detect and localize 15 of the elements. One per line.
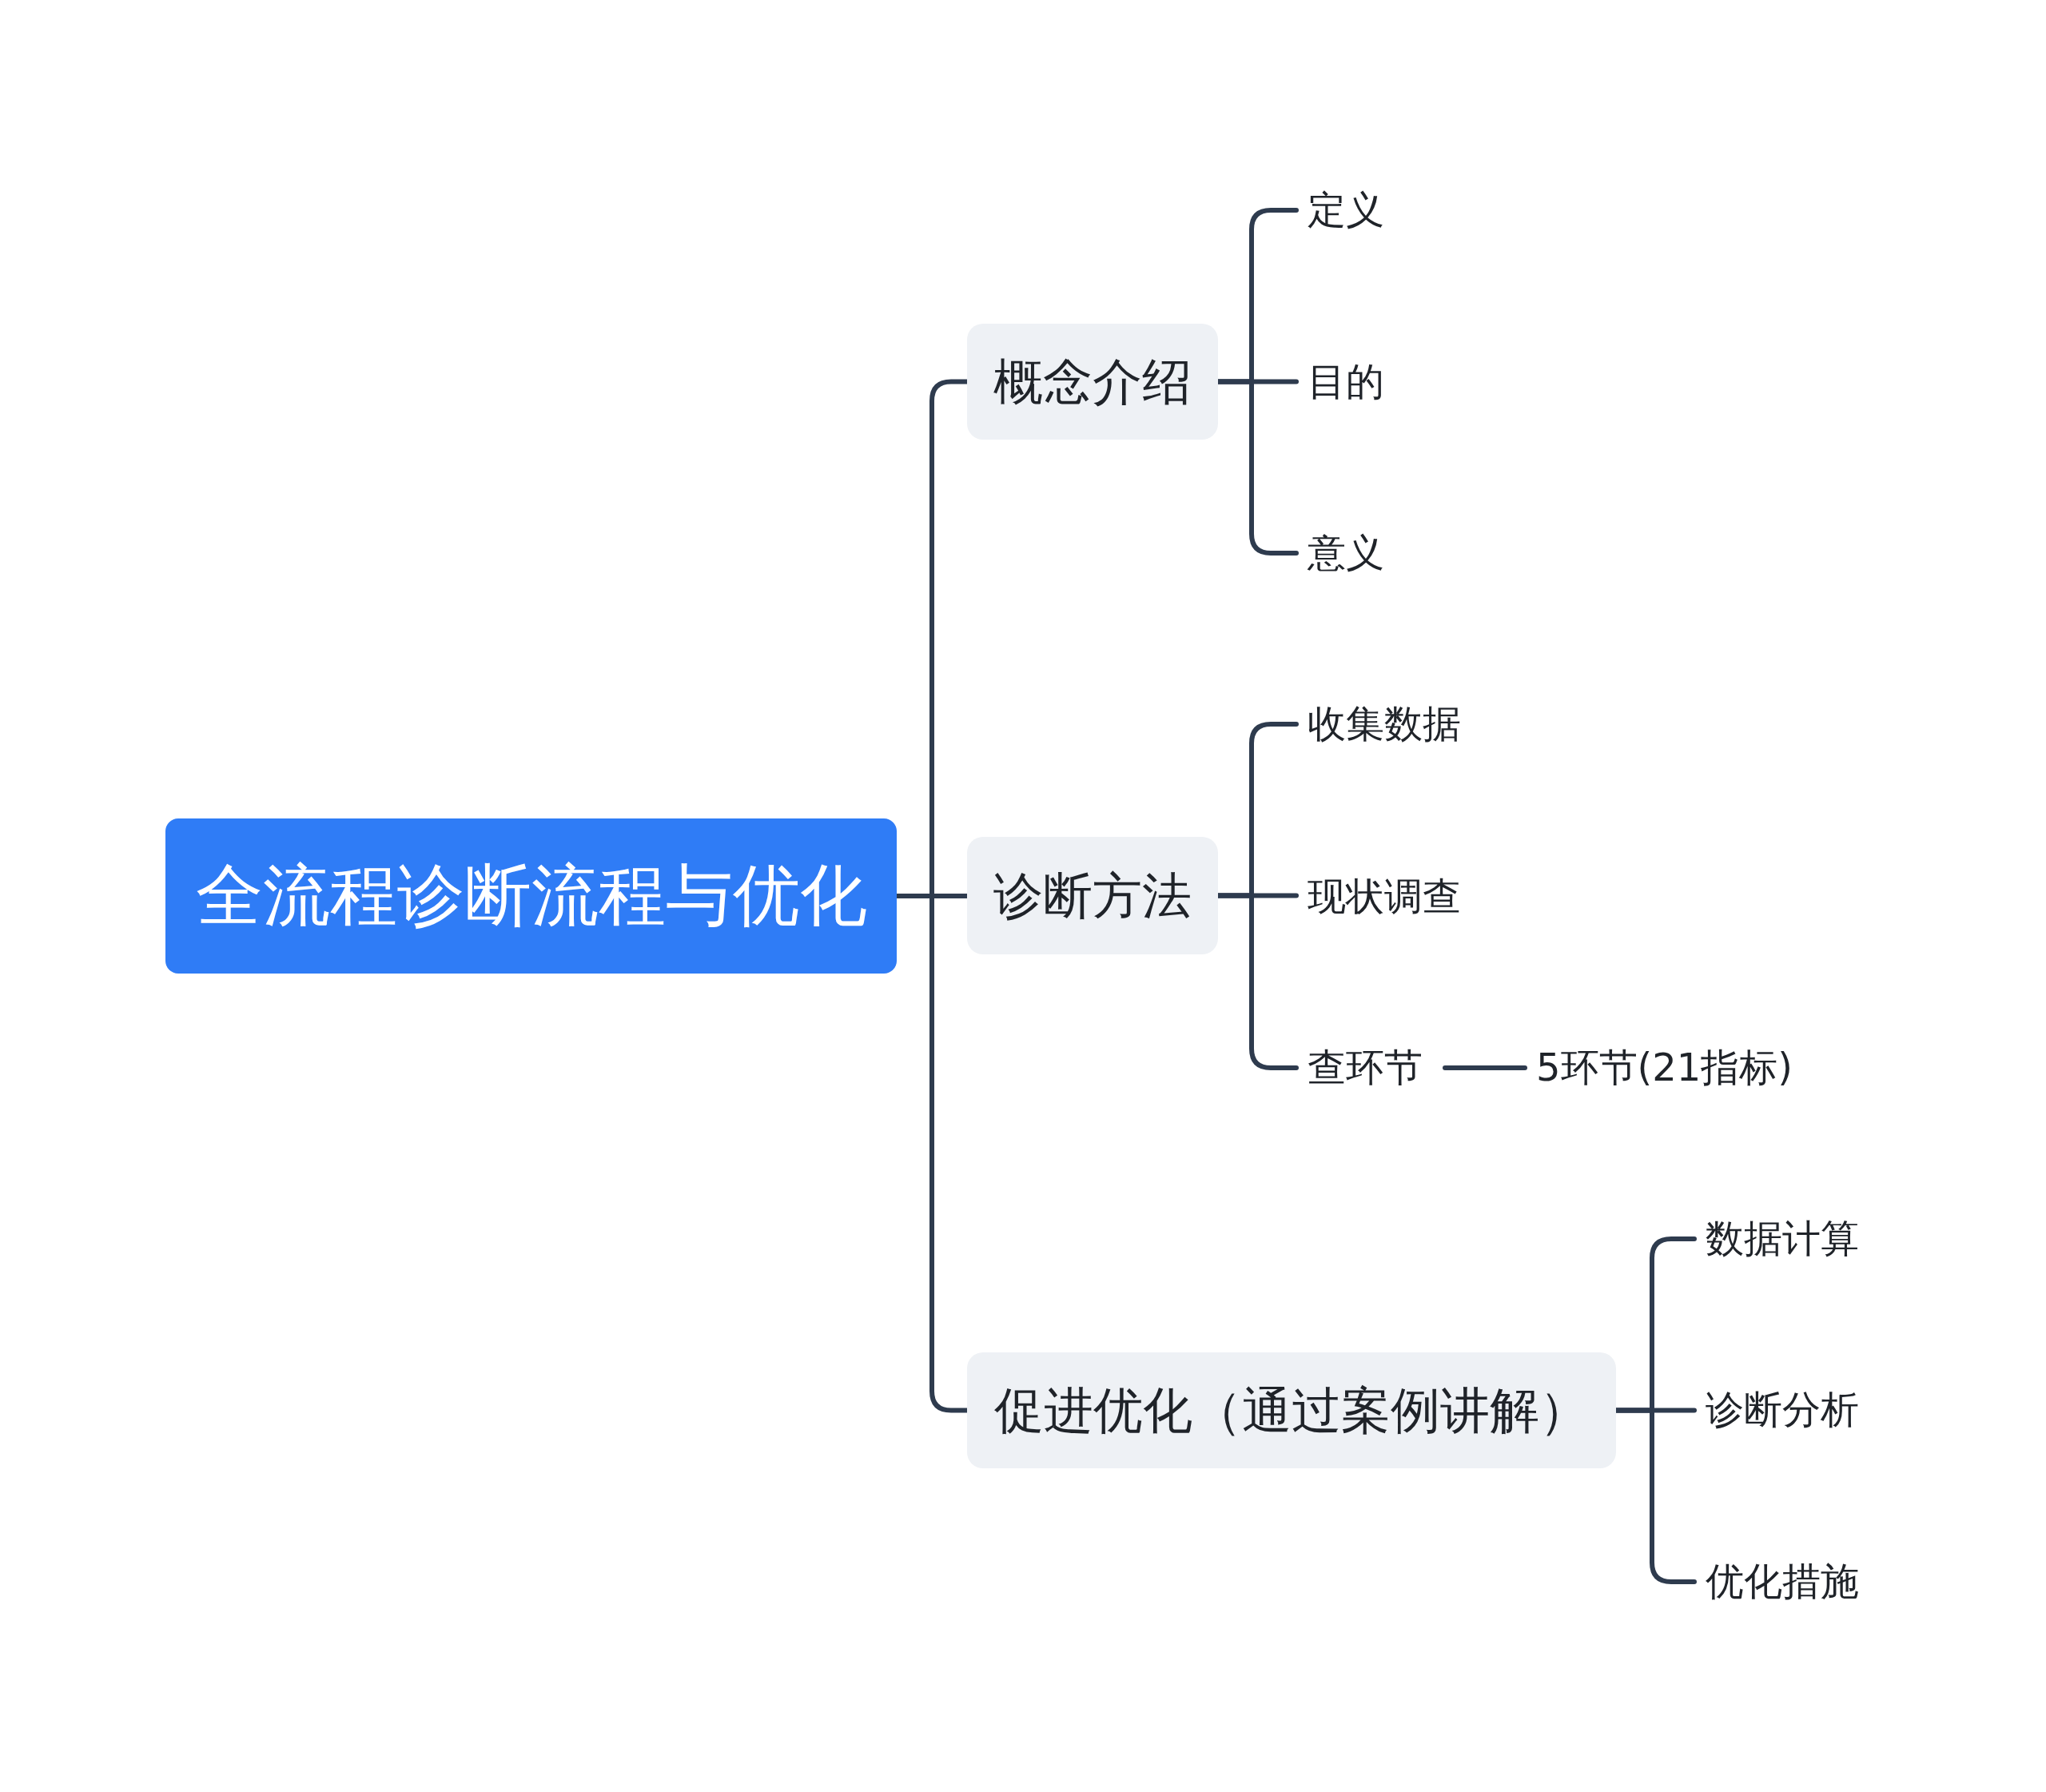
- subtopic-label: 数据计算: [1694, 1210, 1865, 1268]
- connector-line: [1443, 1065, 1527, 1070]
- subtopic-label: 诊断分析: [1694, 1381, 1865, 1439]
- subtopic-label: 意义: [1296, 524, 1391, 582]
- topic-box: 促进优化（通过案例讲解）: [967, 1352, 1616, 1468]
- root-topic-box: 全流程诊断流程与优化: [165, 818, 897, 974]
- subtopic-label: 优化措施: [1694, 1553, 1865, 1611]
- subtopic-label: 目的: [1296, 353, 1391, 411]
- subtopic-label: 查环节: [1296, 1039, 1429, 1097]
- subtopic-label: 5环节(21指标): [1525, 1039, 1800, 1097]
- subtopic-label: 收集数据: [1296, 695, 1467, 753]
- subtopic-label: 现状调查: [1296, 868, 1467, 926]
- topic-box: 概念介绍: [967, 324, 1218, 440]
- topic-box: 诊断方法: [967, 837, 1218, 954]
- subtopic-label: 定义: [1296, 181, 1391, 239]
